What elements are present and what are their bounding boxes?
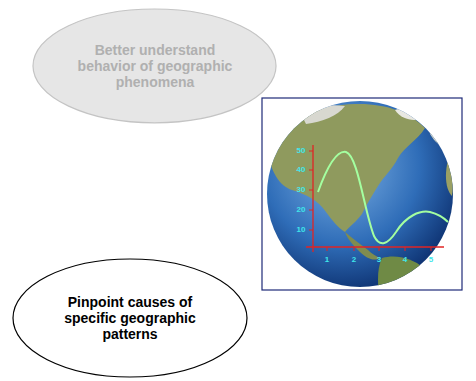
axis-tick-label: 1	[325, 256, 329, 264]
goal-ellipse: Better understand behavior of geographic…	[32, 8, 277, 124]
image-frame	[262, 98, 462, 290]
node-text: Better understand behavior of geographic…	[69, 42, 241, 90]
axis-tick-label: 5	[429, 256, 433, 264]
globe	[267, 101, 453, 287]
axis-tick-label: 4	[403, 256, 407, 264]
node-text: Pinpoint causes of specific geographic p…	[59, 294, 201, 342]
axis-tick-label: 40	[297, 166, 306, 174]
axis-tick-label: 50	[297, 147, 306, 155]
axis-tick-label: 30	[297, 186, 306, 194]
continents	[268, 104, 453, 300]
goal-ellipse-highlighted: Pinpoint causes of specific geographic p…	[12, 258, 248, 378]
axis-tick-label: 20	[297, 206, 306, 214]
chart-curve	[318, 152, 448, 243]
axis-tick-label: 3	[377, 256, 381, 264]
axis-tick-label: 10	[297, 226, 306, 234]
axis-tick-label: 2	[352, 256, 356, 264]
